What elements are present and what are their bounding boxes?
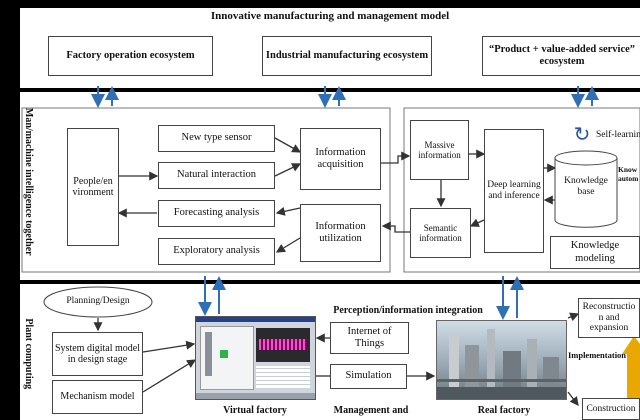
knowledge-base-cylinder: [554, 150, 618, 228]
photo-column-5: [527, 339, 537, 399]
screenshot-green-indicator: [220, 350, 228, 358]
construction-box: Construction: [582, 398, 640, 420]
knowledge-automation-label: Know autom: [618, 166, 639, 183]
real-factory-photo: [436, 320, 567, 400]
right-panel-frame: [403, 107, 640, 273]
photo-column-2: [465, 345, 479, 399]
mechanism-model-box: Mechanism model: [52, 380, 143, 414]
man-machine-side-label: Man/machine intelligence together: [22, 107, 34, 256]
reconstruction-expansion-box: Reconstructio n and expansion: [578, 298, 640, 338]
screenshot-column-icon: [205, 332, 212, 376]
real-factory-label: Real factory: [477, 405, 531, 416]
photo-column-3: [487, 329, 495, 399]
photo-column-1: [449, 335, 459, 399]
planning-design-label: Planning/Design: [66, 296, 130, 306]
management-and-label: Management and: [333, 405, 409, 416]
perception-integration-label: Perception/information integration: [333, 305, 483, 316]
deep-learning-box: Deep learning and inference: [484, 129, 544, 253]
photo-ground: [437, 387, 566, 399]
people-environment-box: People/en vironment: [67, 128, 119, 246]
semantic-information-box: Semantic information: [410, 208, 471, 258]
factory-operation-ecosystem: Factory operation ecosystem: [48, 36, 213, 76]
photo-pipe-rack: [437, 379, 566, 382]
planning-design-ellipse: [43, 286, 153, 318]
information-utilization-box: Information utilization: [300, 204, 381, 262]
massive-information-box: Massive information: [410, 120, 469, 180]
system-digital-model-box: System digital model in design stage: [52, 332, 143, 376]
product-service-ecosystem: “Product + value-added service” ecosyste…: [482, 36, 640, 76]
exploratory-analysis-box: Exploratory analysis: [158, 238, 275, 265]
virtual-factory-screenshot: [195, 316, 316, 400]
forecasting-analysis-box: Forecasting analysis: [158, 200, 275, 227]
left-panel-frame: [21, 107, 391, 273]
simulation-box: Simulation: [330, 364, 407, 389]
screenshot-trend-band: [259, 339, 307, 350]
blue-link-arrows: [91, 86, 599, 320]
information-acquisition-box: Information acquisition: [300, 128, 381, 190]
internet-of-things-box: Internet of Things: [330, 322, 409, 354]
plant-computing-side-label: Plant computing: [22, 318, 34, 390]
left-panel-arrows: [117, 137, 412, 253]
self-learning-label: Self-learning: [596, 130, 640, 140]
refresh-cycle-icon: ↻: [573, 122, 591, 146]
screenshot-title-bar: [196, 317, 315, 322]
industrial-manufacturing-ecosystem: Industrial manufacturing ecosystem: [262, 36, 432, 76]
knowledge-modeling-box: Knowledge modeling: [550, 236, 640, 269]
diagram-title: Innovative manufacturing and management …: [210, 10, 450, 22]
screenshot-data-grid: [256, 366, 310, 388]
virtual-factory-label: Virtual factory: [223, 405, 287, 416]
implementation-label: Implementation: [567, 350, 627, 360]
implementation-arrow: [622, 336, 640, 400]
new-type-sensor-box: New type sensor: [158, 125, 275, 152]
natural-interaction-box: Natural interaction: [158, 162, 275, 189]
screenshot-status-bar: [196, 393, 315, 399]
knowledge-base-label: Knowledge base: [564, 176, 608, 197]
